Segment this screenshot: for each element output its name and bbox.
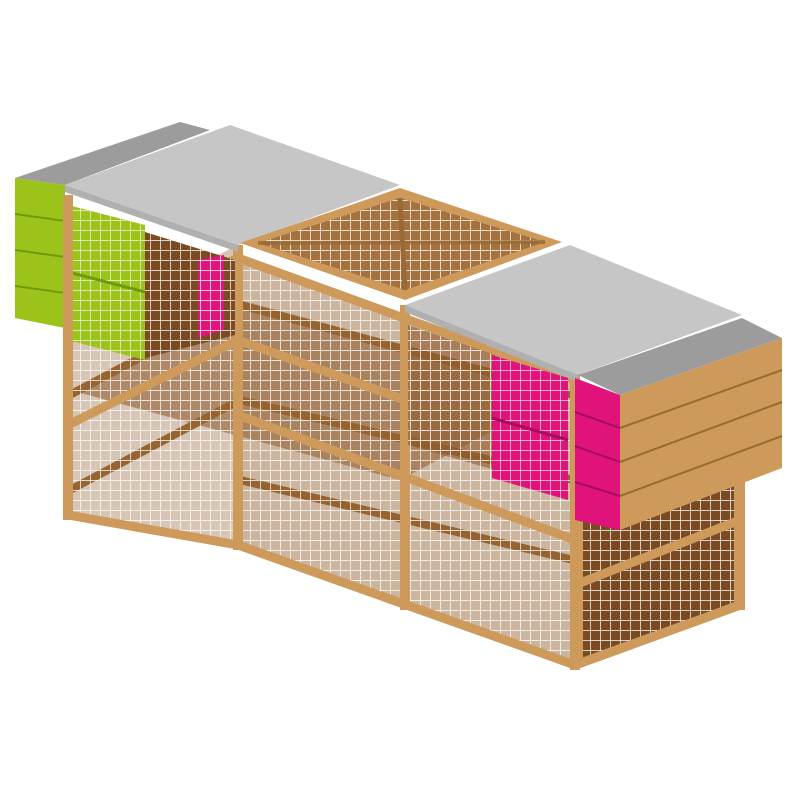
rail-top-side (236, 253, 577, 385)
right-roof-edge (405, 305, 578, 382)
magenta-board-line-2 (574, 445, 621, 463)
magenta-door-divider (491, 416, 569, 442)
left-roof-top (65, 125, 400, 245)
rail-mid2-side (236, 410, 577, 545)
green-board-line-2 (14, 249, 66, 258)
right-box-roof-side (578, 318, 782, 395)
green-box-roof-side (15, 122, 210, 185)
middle-mesh-roof (240, 188, 562, 300)
left-roof-edge (65, 185, 238, 252)
post-mid-right (400, 305, 410, 610)
right-upper-mesh (408, 325, 495, 470)
green-board-line-3 (14, 285, 66, 294)
right-roof (405, 245, 742, 382)
left-upper-compartment (63, 195, 235, 360)
right-end-rail (573, 515, 742, 590)
wood-board-line-3 (619, 435, 783, 497)
left-roof (65, 125, 400, 252)
rail-bottom-side (236, 540, 577, 670)
green-bedroom-box (14, 122, 210, 328)
wood-board-line-1 (619, 369, 783, 429)
right-upper-compartment (408, 325, 569, 500)
post-left (63, 195, 73, 520)
green-board-line-1 (14, 213, 66, 222)
rail-mid-side (236, 335, 407, 405)
magenta-board-line-1 (574, 411, 621, 429)
right-roof-top (405, 245, 742, 375)
mesh-roof-brace-2 (257, 240, 546, 245)
left-upper-frame-top (63, 195, 73, 345)
post-mid-left (233, 245, 243, 550)
rail-bottom-front (67, 510, 239, 550)
middle-section-mesh (238, 255, 405, 605)
magenta-bedroom-box (574, 318, 783, 530)
wood-board-line-2 (619, 401, 783, 463)
rail-ground-right (573, 600, 742, 670)
rail-mid-front (65, 335, 241, 430)
green-door-divider (67, 270, 146, 294)
left-upper-mesh (145, 232, 235, 358)
magenta-board-line-3 (574, 481, 621, 497)
